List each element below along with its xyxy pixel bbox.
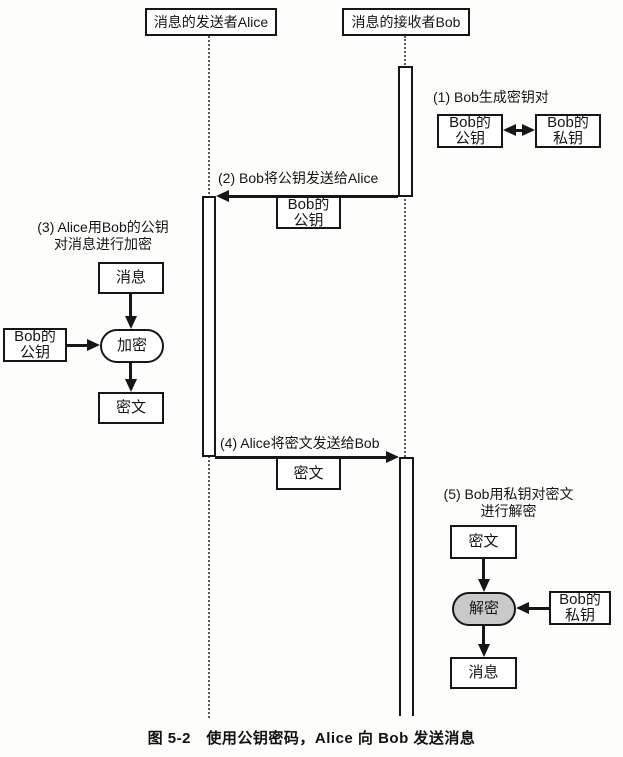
arrowhead-down-icon — [125, 379, 137, 392]
step3-encrypt-operation: 加密 — [100, 329, 164, 363]
bob-lifeline — [404, 36, 406, 716]
step5-label: (5) Bob用私钥对密文 进行解密 — [443, 486, 574, 519]
arrowhead-down-icon — [478, 644, 490, 657]
arrowhead-left-icon — [516, 602, 529, 614]
arrowhead-down-icon — [478, 579, 490, 592]
actor-receiver-box: 消息的接收者Bob — [342, 8, 470, 36]
step2-label: (2) Bob将公钥发送给Alice — [218, 170, 379, 186]
arrowhead-down-icon — [125, 316, 137, 329]
arrowhead-right-icon — [386, 451, 399, 463]
bob-activation-bar-2 — [399, 457, 414, 716]
arrowhead-right-icon — [522, 124, 535, 136]
actor-sender-box: 消息的发送者Alice — [145, 8, 277, 36]
step3-cipher-box: 密文 — [98, 392, 164, 424]
step5-decrypt-operation: 解密 — [452, 592, 516, 626]
step5-key-box: Bob的 私钥 — [549, 591, 611, 625]
bob-activation-bar-1 — [398, 66, 413, 197]
step5-message-box: 消息 — [450, 657, 517, 689]
step1-label: (1) Bob生成密钥对 — [433, 89, 549, 105]
arrowhead-left-icon — [503, 124, 516, 136]
step3-label: (3) Alice用Bob的公钥 对消息进行加密 — [37, 219, 169, 252]
arrowhead-left-icon — [216, 190, 229, 202]
step4-payload-box: 密文 — [276, 457, 341, 490]
step5-cipher-box: 密文 — [450, 525, 517, 559]
step2-payload-box: Bob的 公钥 — [276, 196, 341, 229]
step3-key-box: Bob的 公钥 — [3, 328, 67, 362]
arrowhead-right-icon — [87, 339, 100, 351]
figure-caption: 图 5-2 使用公钥密码，Alice 向 Bob 发送消息 — [147, 730, 476, 747]
step4-label: (4) Alice将密文发送给Bob — [220, 435, 380, 451]
alice-activation-bar — [202, 196, 216, 457]
step1-private-key-box: Bob的 私钥 — [535, 114, 601, 148]
step1-public-key-box: Bob的 公钥 — [437, 114, 503, 148]
step3-message-box: 消息 — [98, 262, 164, 294]
